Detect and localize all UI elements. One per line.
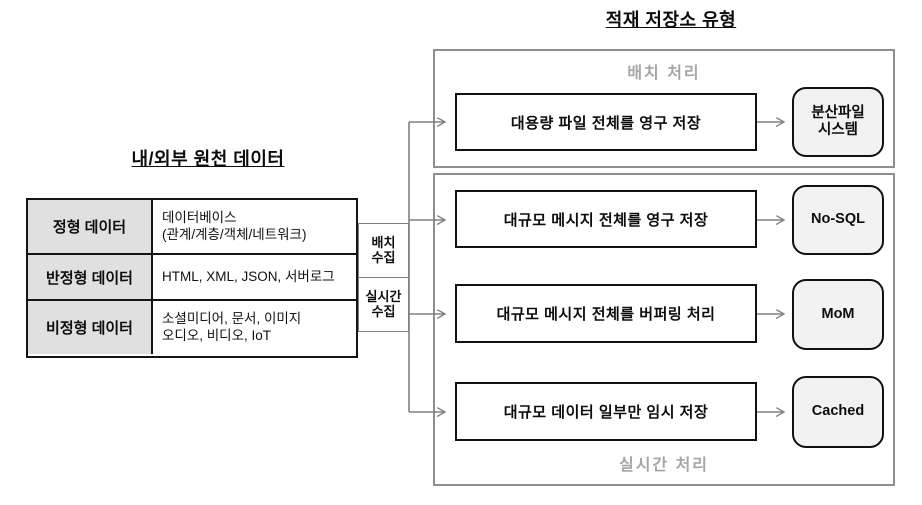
process-box-message-store: 대규모 메시지 전체를 영구 저장 [455, 190, 757, 248]
collector-label-line: 실시간 [365, 288, 402, 304]
collector-label-line: 수집 [371, 249, 396, 265]
table-row-type-structured: 정형 데이터 [28, 200, 153, 255]
realtime-collect-box: 실시간 수집 [358, 277, 409, 332]
storage-types-title: 적재 저장소 유형 [605, 10, 737, 30]
process-box-temp-store: 대규모 데이터 일부만 임시 저장 [455, 382, 757, 441]
desc-line: (관계/계층/객체/네트워크) [162, 226, 307, 242]
store-label-line: Cached [811, 403, 865, 420]
table-row-desc-unstructured: 소셜미디어, 문서, 이미지 오디오, 비디오, IoT [153, 301, 356, 354]
desc-line: 데이터베이스 [162, 209, 237, 225]
store-label-line: 분산파일 [811, 104, 865, 121]
process-box-batch-store: 대용량 파일 전체를 영구 저장 [455, 93, 757, 151]
store-label-line: MoM [821, 305, 855, 322]
table-row-desc-semistructured: HTML, XML, JSON, 서버로그 [153, 255, 356, 301]
store-label-line: No-SQL [811, 211, 865, 228]
store-label-line: 시스템 [817, 122, 859, 138]
process-box-message-buffer: 대규모 메시지 전체를 버퍼링 처리 [455, 284, 757, 343]
batch-collect-box: 배치 수집 [358, 223, 409, 278]
batch-processing-label: 배치 처리 [627, 65, 701, 82]
store-box-cached: Cached [792, 376, 884, 448]
realtime-processing-label: 실시간 처리 [618, 457, 710, 474]
store-box-distributed-fs: 분산파일 시스템 [792, 87, 884, 157]
table-row-desc-structured: 데이터베이스 (관계/계층/객체/네트워크) [153, 200, 356, 255]
table-row-type-semistructured: 반정형 데이터 [28, 255, 153, 301]
table-row-type-unstructured: 비정형 데이터 [28, 301, 153, 354]
desc-line: HTML, XML, JSON, 서버로그 [162, 268, 335, 284]
source-data-table: 정형 데이터 데이터베이스 (관계/계층/객체/네트워크) 반정형 데이터 HT… [26, 198, 358, 358]
collector-label-line: 수집 [371, 303, 396, 319]
store-box-nosql: No-SQL [792, 185, 884, 255]
collector-label-line: 배치 [371, 234, 396, 250]
desc-line: 오디오, 비디오, IoT [162, 327, 272, 343]
store-box-mom: MoM [792, 279, 884, 350]
source-data-title: 내/외부 원천 데이터 [131, 149, 285, 169]
desc-line: 소셜미디어, 문서, 이미지 [162, 310, 302, 326]
